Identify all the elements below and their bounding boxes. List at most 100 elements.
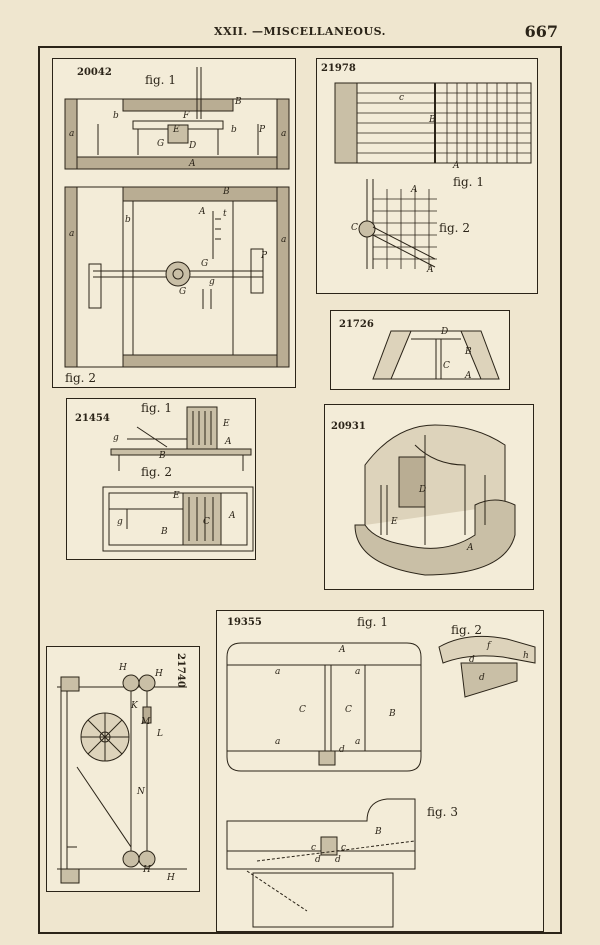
figure-letter: C xyxy=(299,705,306,715)
panel-19355-drawing xyxy=(226,635,536,928)
page-number: 667 xyxy=(524,22,558,41)
panel-20042-drawing xyxy=(64,67,290,368)
figure-letter: G xyxy=(157,139,165,149)
figure-letter: K xyxy=(131,701,138,711)
figure-letter: A xyxy=(199,207,206,217)
figure-caption: fig. 1 xyxy=(141,401,172,415)
figure-letter: A xyxy=(427,265,434,275)
panel-19355: 19355 fig. 1 fig. 2 fig. 3 A a a C C B a… xyxy=(216,610,544,932)
figure-letter: c xyxy=(341,843,347,853)
figure-letter: C xyxy=(351,223,358,233)
plate-frame xyxy=(38,46,562,934)
panel-21726: 21726 D B C A xyxy=(330,310,510,390)
figure-letter: c xyxy=(399,93,405,103)
figure-letter: G xyxy=(179,287,187,297)
figure-letter: M xyxy=(141,717,151,727)
figure-letter: D xyxy=(419,485,427,495)
figure-letter: H xyxy=(143,865,151,875)
patent-number: 20042 xyxy=(77,67,112,78)
figure-letter: a xyxy=(281,129,287,139)
figure-letter: L xyxy=(157,729,163,739)
figure-letter: H xyxy=(155,669,163,679)
figure-letter: d xyxy=(469,655,475,665)
panel-21726-drawing xyxy=(372,330,500,380)
figure-letter: B xyxy=(223,187,230,197)
figure-letter: a xyxy=(355,667,361,677)
figure-letter: B xyxy=(389,709,396,719)
panel-20042: 20042 fig. 1 fig. 2 B a b F E G D b P a … xyxy=(52,58,296,388)
figure-caption: fig. 1 xyxy=(453,175,484,189)
figure-letter: B xyxy=(235,97,242,107)
figure-letter: C xyxy=(443,361,450,371)
figure-letter: d xyxy=(315,855,321,865)
panel-21454: 21454 fig. 1 fig. 2 E g A B E A C B g xyxy=(66,398,256,560)
panel-21740: 21740 H H K M L N H H xyxy=(46,646,200,892)
figure-letter: A xyxy=(467,543,474,553)
figure-caption: fig. 2 xyxy=(65,371,96,385)
panel-21978: 21978 fig. 1 fig. 2 c B A A C A xyxy=(316,58,538,294)
figure-letter: b xyxy=(125,215,131,225)
figure-letter: C xyxy=(345,705,352,715)
figure-letter: d xyxy=(335,855,341,865)
panel-20931-drawing xyxy=(354,424,516,576)
panel-21978-drawing xyxy=(334,82,532,269)
patent-number: 20931 xyxy=(331,421,366,432)
figure-letter: a xyxy=(69,229,75,239)
figure-letter: a xyxy=(275,667,281,677)
figure-letter: f xyxy=(487,641,491,651)
figure-letter: C xyxy=(203,517,210,527)
figure-letter: E xyxy=(223,419,230,429)
figure-letter: E xyxy=(391,517,398,527)
figure-letter: A xyxy=(465,371,472,381)
patent-number: 21740 xyxy=(175,653,186,688)
figure-letter: E xyxy=(173,125,180,135)
figure-letter: d xyxy=(479,673,485,683)
figure-letter: E xyxy=(173,491,180,501)
figure-letter: g xyxy=(113,433,119,443)
figure-letter: B xyxy=(161,527,168,537)
figure-letter: a xyxy=(281,235,287,245)
figure-letter: P xyxy=(261,251,268,261)
figure-caption: fig. 2 xyxy=(439,221,470,235)
figure-letter: h xyxy=(523,651,529,661)
figure-caption: fig. 2 xyxy=(141,465,172,479)
panel-21740-drawing xyxy=(57,674,187,884)
figure-caption: fig. 2 xyxy=(451,623,482,637)
patent-number: 19355 xyxy=(227,617,262,628)
figure-letter: a xyxy=(355,737,361,747)
figure-letter: A xyxy=(411,185,418,195)
figure-letter: A xyxy=(339,645,346,655)
figure-caption: fig. 1 xyxy=(357,615,388,629)
figure-letter: t xyxy=(223,209,227,219)
figure-letter: b xyxy=(113,111,119,121)
figure-letter: F xyxy=(183,111,190,121)
figure-letter: A xyxy=(453,161,460,171)
figure-letter: a xyxy=(275,737,281,747)
figure-caption: fig. 1 xyxy=(145,73,176,87)
figure-caption: fig. 3 xyxy=(427,805,458,819)
figure-letter: b xyxy=(231,125,237,135)
patent-number: 21978 xyxy=(321,63,356,74)
figure-letter: A xyxy=(189,159,196,169)
figure-letter: A xyxy=(229,511,236,521)
figure-letter: d xyxy=(339,745,345,755)
figure-letter: D xyxy=(189,141,197,151)
running-header: XXII. —MISCELLANEOUS. xyxy=(214,25,386,38)
figure-letter: H xyxy=(167,873,175,883)
figure-letter: N xyxy=(137,787,145,797)
figure-letter: B xyxy=(159,451,166,461)
patent-number: 21726 xyxy=(339,319,374,330)
figure-letter: c xyxy=(311,843,317,853)
figure-letter: D xyxy=(441,327,449,337)
figure-letter: g xyxy=(209,277,215,287)
figure-letter: B xyxy=(375,827,382,837)
figure-letter: H xyxy=(119,663,127,673)
patent-number: 21454 xyxy=(75,413,110,424)
panel-20931: 20931 D E A xyxy=(324,404,534,590)
panel-21454-drawing xyxy=(102,406,254,552)
figure-letter: A xyxy=(225,437,232,447)
figure-letter: P xyxy=(259,125,266,135)
figure-letter: g xyxy=(117,517,123,527)
figure-letter: a xyxy=(69,129,75,139)
